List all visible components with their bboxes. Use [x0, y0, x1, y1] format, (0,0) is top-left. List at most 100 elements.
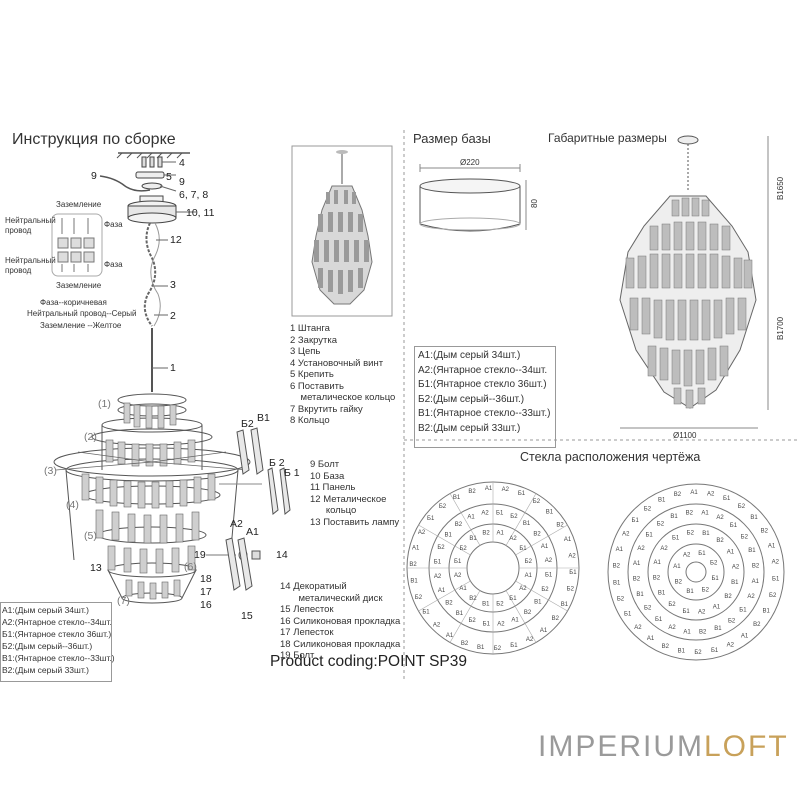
callout-18: 18 — [200, 573, 212, 585]
layout-glass-mark: A1 — [497, 531, 505, 537]
wiring-phase-2: Фаза — [104, 260, 123, 269]
callout-5: 5 — [166, 171, 172, 183]
layout-spoke — [515, 580, 568, 612]
glass-item: Б1:(Янтарное стекло 36шт.) — [2, 629, 112, 639]
wiring-phase-1: Фаза — [104, 220, 123, 229]
layout-glass-mark: A2 — [519, 586, 527, 592]
layout-labels-left: Б1Б2B1B2A1A2Б1Б2B1B2A1A2Б1Б2B1B2A1A2Б1Б2… — [409, 486, 577, 652]
layout-glass-mark: A2 — [454, 573, 462, 579]
layout-glass-mark: A2 — [683, 552, 691, 558]
parts-item: кольцо — [310, 505, 357, 516]
layout-glass-mark: B2 — [461, 641, 469, 647]
layout-glass-mark: Б2 — [702, 588, 710, 594]
parts-item: 4 Установочный винт — [290, 357, 384, 369]
layout-glass-mark: B2 — [633, 577, 641, 583]
glass-item: B1:(Янтарное стекло--33шт.) — [2, 653, 115, 663]
glass-item: A1:(Дым серый 34шт.) — [2, 605, 90, 615]
layout-glass-mark: B1 — [477, 645, 485, 651]
layout-glass-mark: Б2 — [738, 504, 746, 510]
glass-label-be2: Б 2 — [269, 457, 285, 469]
layout-glass-mark: A1 — [525, 573, 533, 579]
callout-10-11: 10, 11 — [186, 207, 215, 219]
layout-glass-mark: A1 — [467, 515, 475, 521]
parts-item: 17 Лепесток — [280, 627, 334, 638]
layout-glass-mark: Б1 — [711, 576, 719, 582]
layout-glass-mark: B1 — [750, 515, 758, 521]
parts-list-1: 1 Штанга 2 Закрутка 3 Цепь 4 Установочны… — [290, 323, 395, 427]
layout-glass-mark: B2 — [699, 630, 707, 636]
layout-glass-mark: B1 — [453, 495, 461, 501]
glass-label-b1: В1 — [257, 412, 270, 424]
layout-glass-mark: B2 — [752, 563, 760, 569]
layout-glass-mark: B1 — [686, 589, 694, 595]
layout-glass-mark: Б1 — [427, 516, 435, 522]
layout-glass-mark: B1 — [613, 580, 621, 586]
ring-label-3: (3) — [44, 465, 57, 477]
layout-glass-mark: A2 — [497, 621, 505, 627]
layout-glass-mark: B2 — [552, 616, 560, 622]
layout-glass-mark: B1 — [670, 514, 678, 520]
layout-glass-mark: B1 — [714, 626, 722, 632]
layout-glass-mark: Б1 — [645, 533, 653, 539]
layout-glass-mark: Б2 — [439, 504, 447, 510]
layout-glass-mark: Б1 — [682, 609, 690, 615]
layout-glass-mark: Б2 — [657, 522, 665, 528]
layout-glass-mark: A2 — [622, 532, 630, 538]
dimension-chandelier-glass — [625, 197, 753, 409]
parts-list-2: 9 Болт 10 База 11 Панель 12 Металическое… — [310, 459, 399, 528]
callout-15: 15 — [241, 610, 253, 622]
layout-glass-mark: A2 — [660, 546, 668, 552]
layout-glass-mark: A2 — [418, 530, 426, 536]
layout-glass-mark: A2 — [732, 564, 740, 570]
layout-glass-mark: Б2 — [769, 593, 777, 599]
layout-glass-mark: B1 — [702, 531, 710, 537]
photo-frame — [291, 145, 393, 317]
layout-glass-mark: A1 — [701, 511, 709, 517]
layout-glass-mark: A2 — [707, 491, 715, 497]
layout-glass-mark: A2 — [509, 536, 517, 542]
glass-item: A1:(Дым серый 34шт.) — [418, 350, 521, 361]
photo-chandelier — [311, 150, 373, 305]
layout-glass-mark: A2 — [772, 560, 780, 566]
layout-glass-mark: Б2 — [644, 507, 652, 513]
layout-glass-mark: B2 — [445, 601, 453, 607]
layout-glass-mark: A1 — [616, 547, 624, 553]
layout-glass-mark: A1 — [752, 579, 760, 585]
layout-glass-mark: B1 — [482, 601, 490, 607]
base-drawing — [419, 164, 527, 232]
layout-glass-mark: Б1 — [672, 536, 680, 542]
layout-glass-mark: B1 — [534, 600, 542, 606]
layout-glass-mark: Б1 — [454, 559, 462, 565]
layout-glass-mark: A2 — [698, 610, 706, 616]
dimension-total-height: B1650 — [776, 176, 785, 200]
layout-glass-mark: A2 — [747, 594, 755, 600]
parts-item: металический диск — [280, 592, 383, 604]
brand-logo: IMPERIUMLOFT — [538, 730, 789, 764]
layout-glass-mark: Б1 — [434, 559, 442, 565]
parts-item: 3 Цепь — [290, 346, 321, 357]
chain — [143, 222, 157, 327]
layout-glass-mark: B1 — [523, 521, 531, 527]
layout-spoke — [505, 493, 537, 546]
layout-glass-mark: A1 — [446, 633, 454, 639]
layout-glass-mark: B1 — [678, 649, 686, 655]
layout-glass-mark: Б2 — [567, 587, 575, 593]
layout-glass-mark: B2 — [556, 522, 564, 528]
callout-16: 16 — [200, 599, 212, 611]
parts-item: 5 Крепить — [290, 369, 334, 380]
layout-glass-mark: Б2 — [415, 595, 423, 601]
callout-2: 2 — [170, 310, 176, 322]
layout-glass-mark: A2 — [481, 511, 489, 517]
layout-glass-mark: B2 — [533, 531, 541, 537]
layout-glass-mark: A1 — [485, 486, 493, 492]
layout-glass-mark: Б2 — [668, 602, 676, 608]
layout-glass-mark: B1 — [763, 608, 771, 614]
base-diameter: Ø220 — [460, 158, 480, 167]
layout-glass-mark: A1 — [564, 537, 572, 543]
layout-glass-mark: Б2 — [687, 530, 695, 536]
layout-glass-mark: B2 — [724, 594, 732, 600]
layout-glass-mark: Б2 — [617, 597, 625, 603]
layout-glass-mark: A1 — [412, 546, 420, 552]
layout-glass-mark: B1 — [636, 592, 644, 598]
wire-inside-chain — [150, 222, 161, 327]
